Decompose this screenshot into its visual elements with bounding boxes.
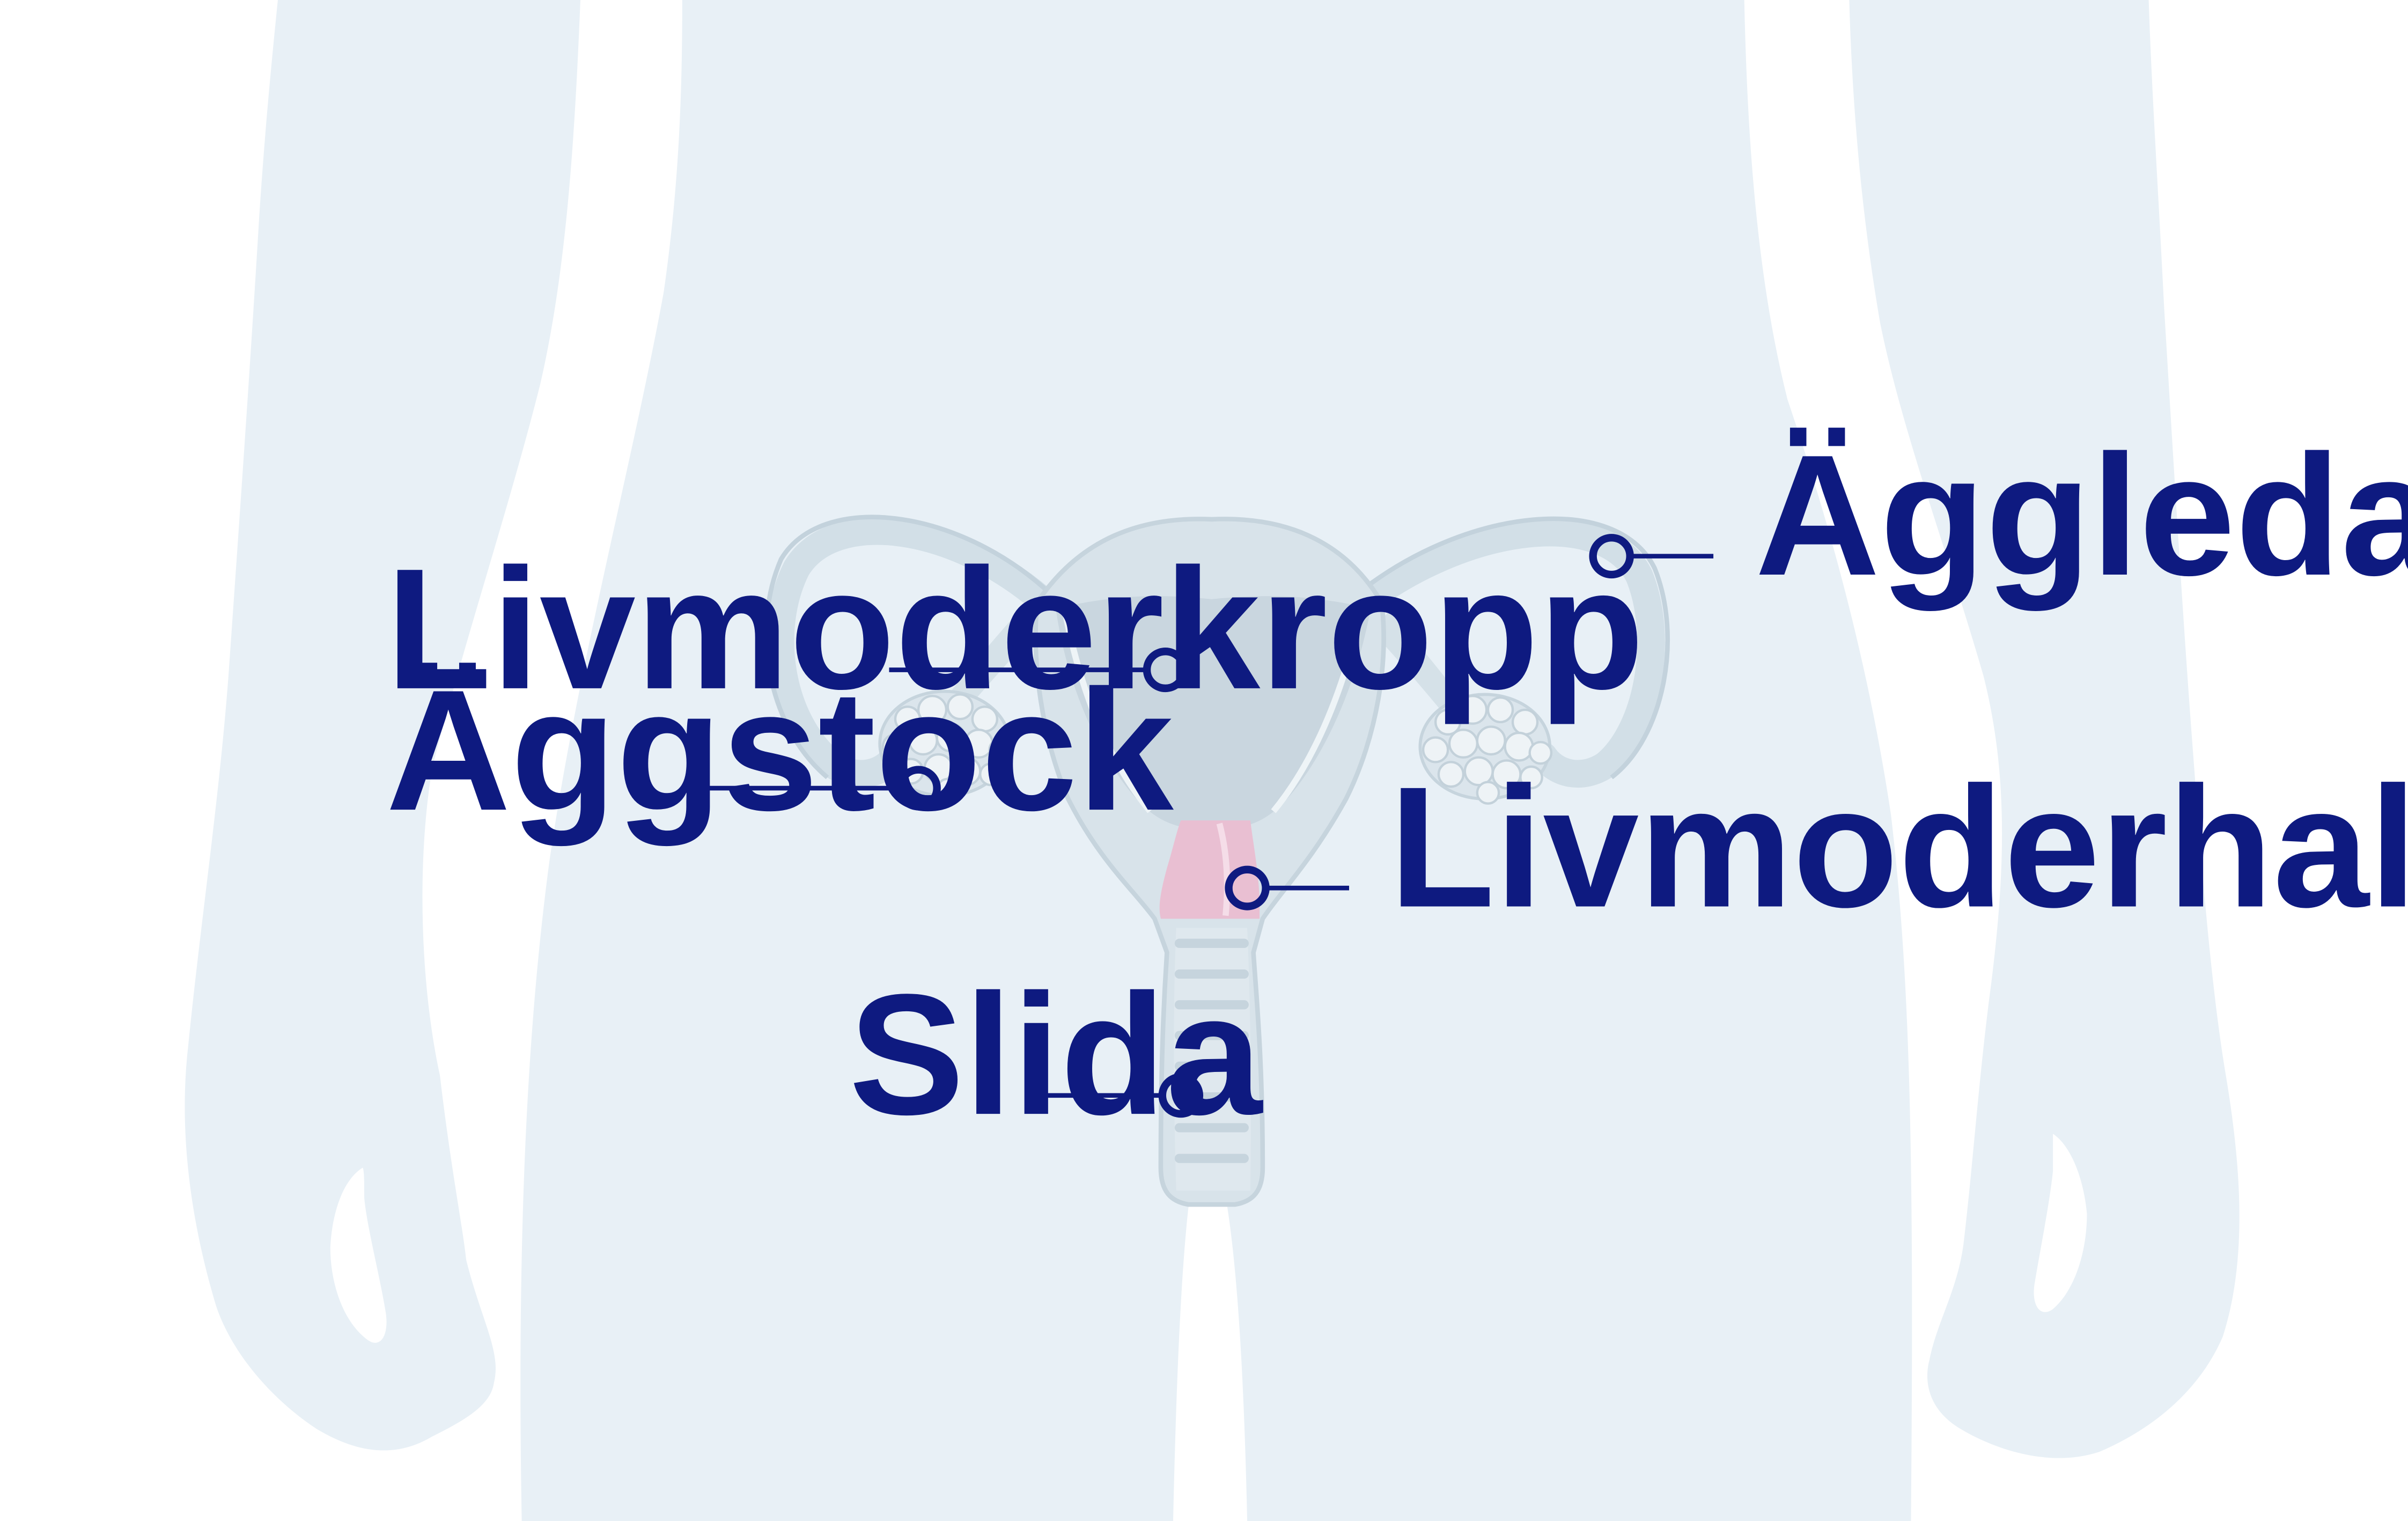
left-fallopian-tube-edge [764, 515, 1051, 780]
right-ovary [1418, 693, 1553, 805]
uterine-wall-right-highlight [1271, 611, 1365, 813]
livmoderhals-marker [1225, 865, 1270, 910]
slida-marker [1158, 1073, 1204, 1118]
callouts: Äggledare Livmoderkropp Äggstock Livmode… [386, 420, 2408, 1151]
callout-livmoderkropp: Livmoderkropp [386, 533, 1644, 726]
aggstock-marker [896, 766, 941, 811]
livmoderkropp-marker [1143, 648, 1188, 693]
left-thumb-gap [330, 1167, 387, 1343]
left-fallopian-tube [766, 517, 1064, 788]
uterine-cavity [1056, 596, 1371, 830]
livmoderkropp-label: Livmoderkropp [386, 533, 1644, 726]
cervix-highlight [1216, 822, 1231, 916]
right-thumb-gap [2034, 1134, 2087, 1312]
right-fallopian-tube [1344, 518, 1665, 788]
slida-label: Slida [849, 959, 1263, 1151]
cervix-shape [1159, 820, 1260, 919]
aggledare-label: Äggledare [1755, 420, 2408, 612]
reproductive-organs [764, 515, 1670, 1207]
uterine-wall-left-highlight [1062, 611, 1153, 813]
left-arm-shape [185, 0, 580, 1451]
vaginal-rugae [1174, 938, 1249, 1163]
right-arm-shape [1849, 0, 2240, 1458]
aggstock-label: Äggstock [386, 655, 1174, 847]
aggledare-marker [1589, 534, 1634, 579]
callout-slida: Slida [849, 959, 1263, 1151]
callout-livmoderhals: Livmoderhals [1225, 751, 2408, 943]
callout-aggledare: Äggledare [1589, 420, 2408, 612]
livmoderhals-label: Livmoderhals [1389, 751, 2408, 943]
callout-aggstock: Äggstock [386, 655, 1174, 847]
